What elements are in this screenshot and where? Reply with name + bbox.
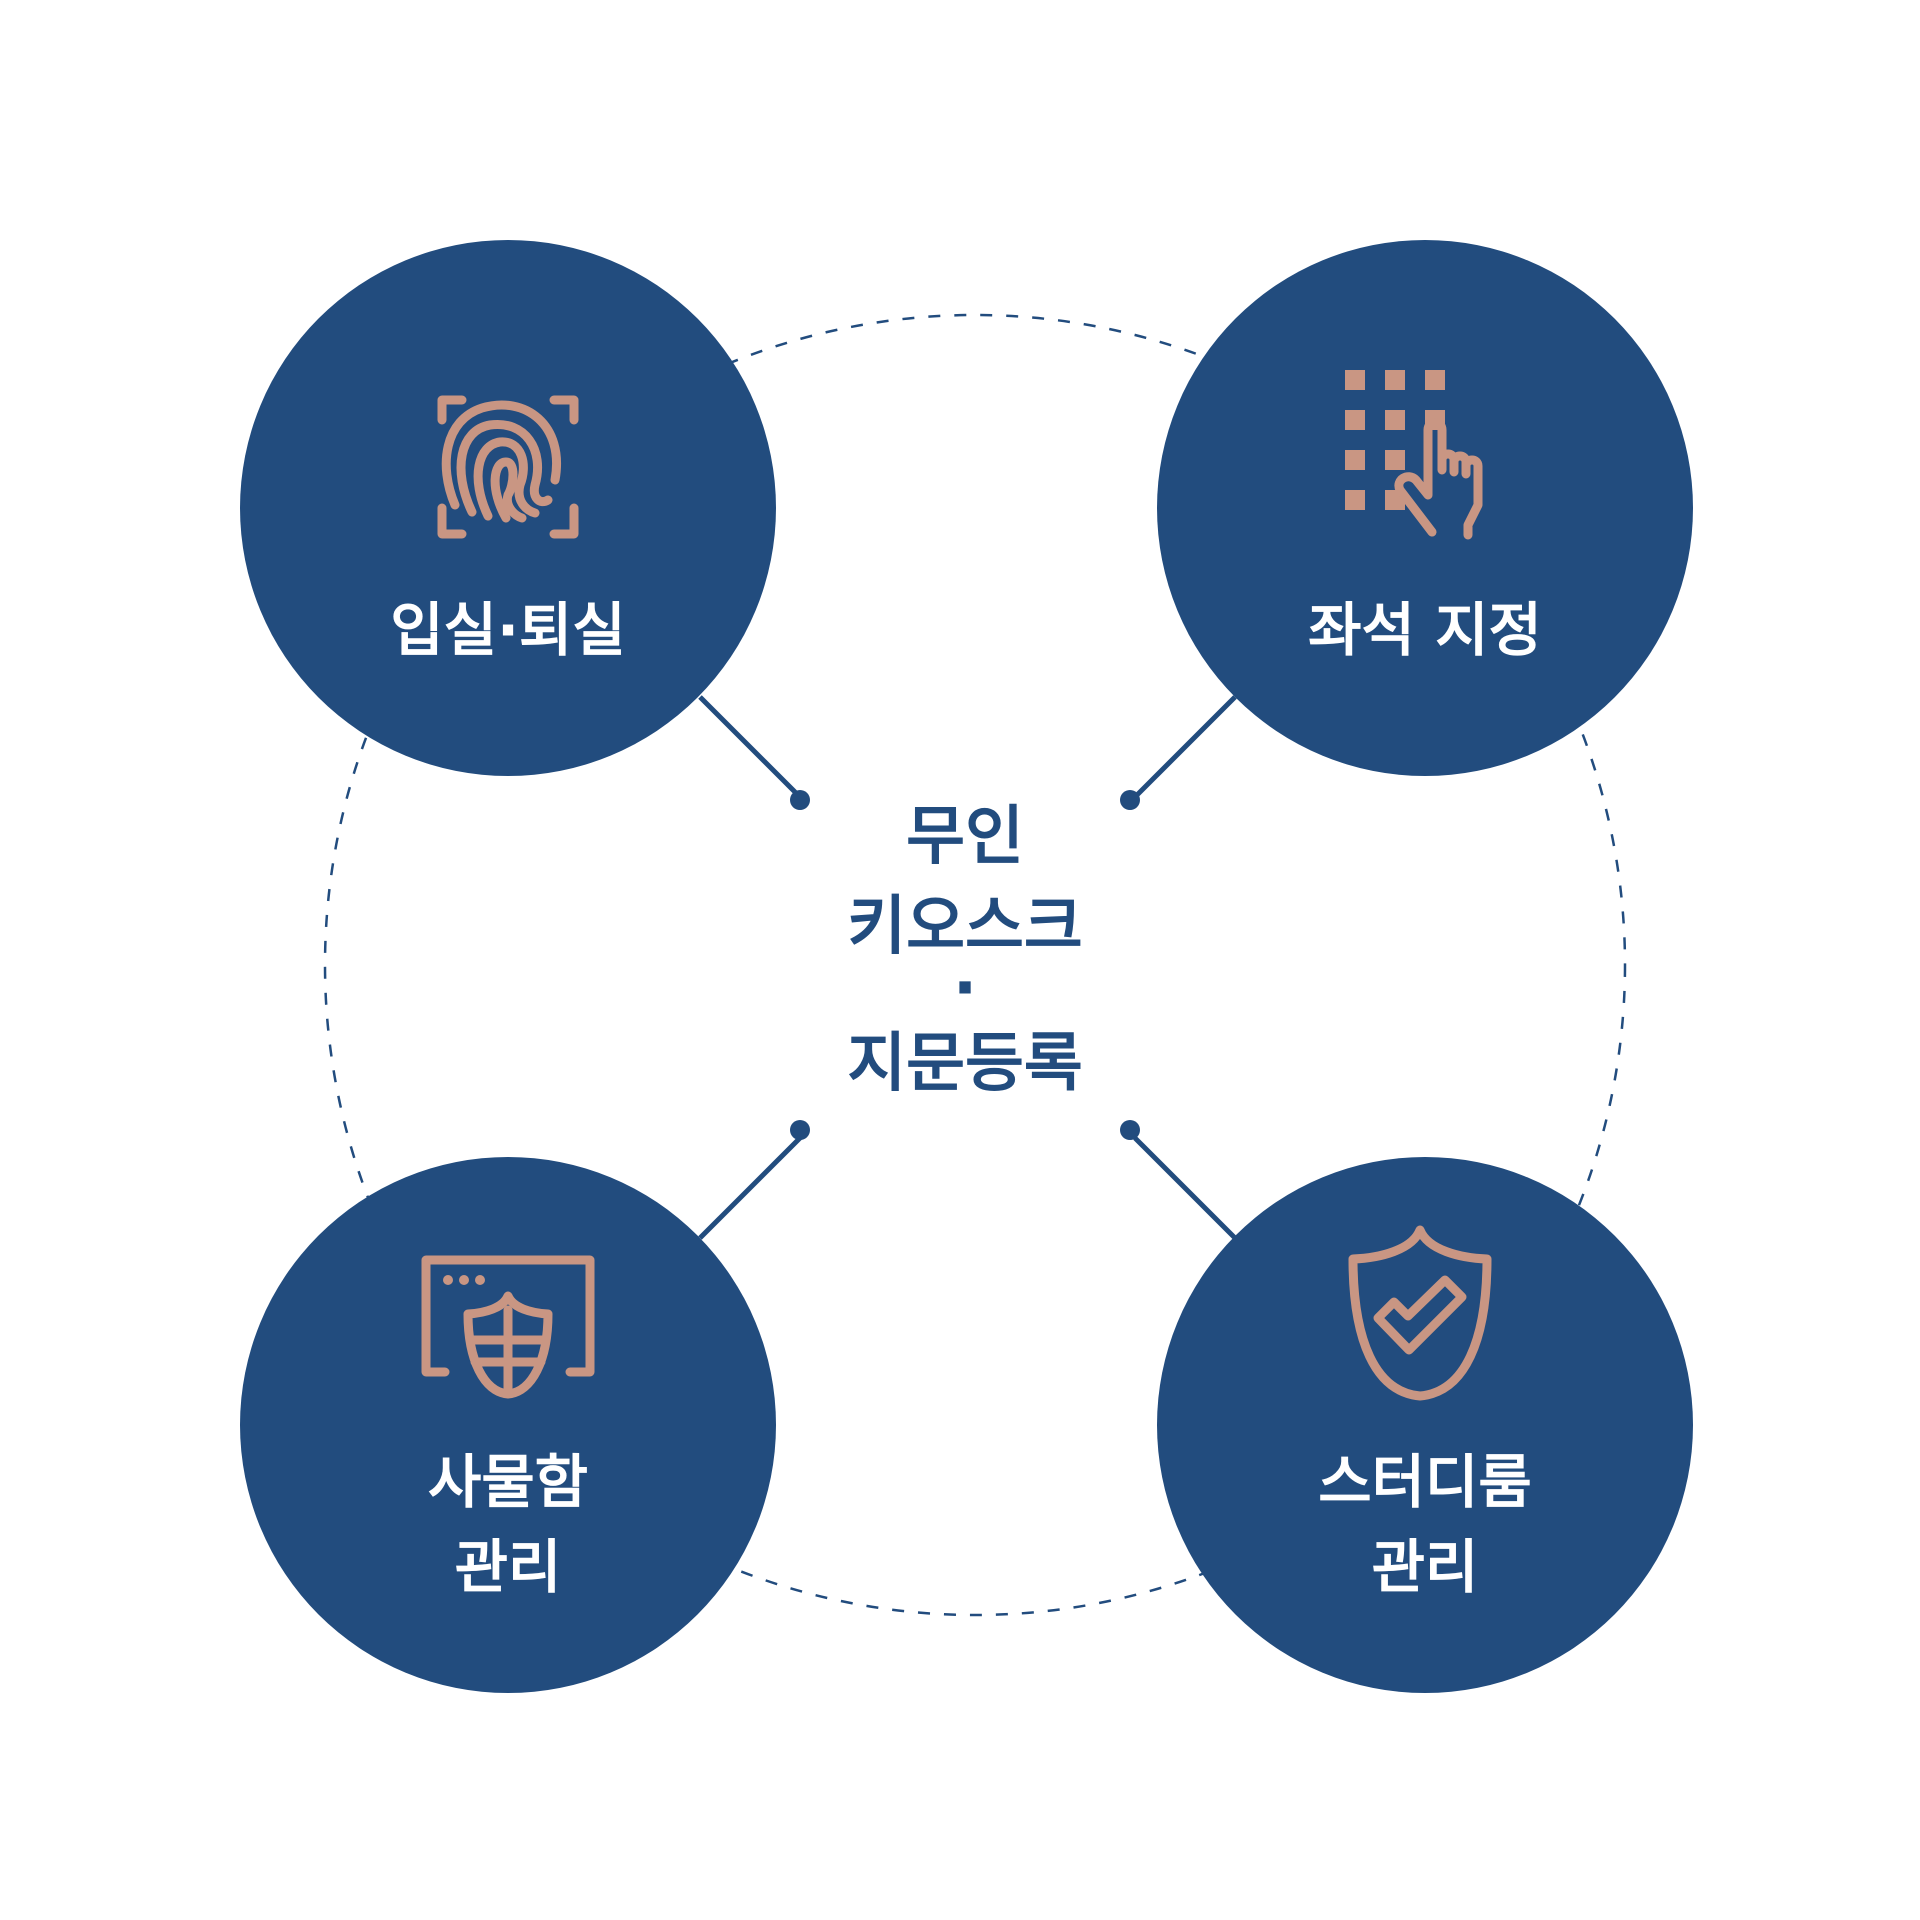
connectors <box>698 695 1237 1240</box>
connector-dot-bottom-right <box>1120 1120 1140 1140</box>
center-label-separator: · <box>953 952 977 1026</box>
node-label-bottom-left-line1: 사물함 <box>428 1448 588 1516</box>
connector-line-top-left <box>698 695 802 799</box>
connector-line-bottom-right <box>1133 1136 1237 1240</box>
fingerprint-icon <box>437 395 579 539</box>
node-label-bottom-right-line2: 관리 <box>1372 1533 1479 1601</box>
connector-dot-bottom-left <box>790 1120 810 1140</box>
shield-check-icon <box>1348 1225 1492 1401</box>
connector-dot-top-right <box>1120 790 1140 810</box>
center-label: 무인 키오스크 · 지문등록 <box>847 800 1083 1101</box>
center-label-line3: 지문등록 <box>847 1027 1083 1101</box>
seat-selection-icon <box>1345 370 1483 540</box>
node-label-bottom-right-line1: 스터디룸 <box>1318 1448 1531 1516</box>
node-top-left: 입실·퇴실 <box>240 240 776 776</box>
node-circle-top-right <box>1157 240 1693 776</box>
node-bottom-left: 사물함 관리 <box>240 1157 776 1693</box>
locker-shield-icon <box>421 1255 595 1399</box>
node-top-right: 좌석 지정 <box>1157 240 1693 776</box>
connector-dot-top-left <box>790 790 810 810</box>
node-label-top-left-line1: 입실·퇴실 <box>390 596 625 664</box>
connector-line-bottom-left <box>698 1136 802 1240</box>
node-label-bottom-left-line2: 관리 <box>455 1533 562 1601</box>
node-label-top-right-line1: 좌석 지정 <box>1308 596 1542 664</box>
dashed-orbit-ring <box>323 313 1627 1617</box>
connector-line-top-right <box>1133 695 1237 799</box>
node-bottom-right: 스터디룸 관리 <box>1157 1157 1693 1693</box>
node-circle-bottom-right <box>1157 1157 1693 1693</box>
node-circle-bottom-left <box>240 1157 776 1693</box>
center-label-line1: 무인 <box>906 800 1024 874</box>
center-label-line2: 키오스크 <box>847 890 1083 964</box>
